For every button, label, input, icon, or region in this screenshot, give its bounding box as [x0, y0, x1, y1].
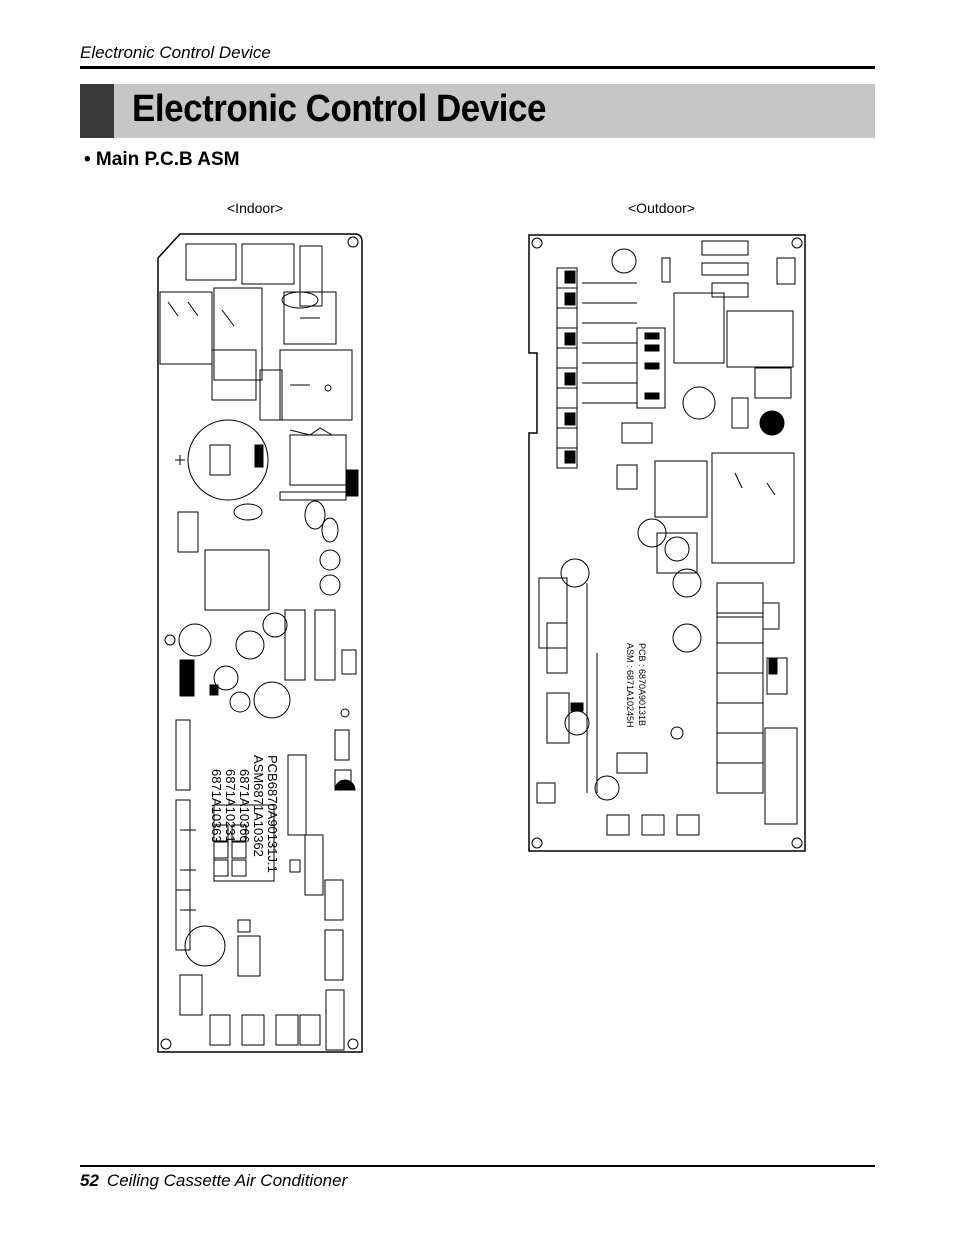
outdoor-pcb-diagram: PCB : 6870A90131B ASM : 6871A10245H — [528, 234, 806, 852]
outdoor-part-numbers: PCB : 6870A90131B ASM : 6871A10245H — [625, 643, 647, 728]
indoor-label: <Indoor> — [227, 200, 284, 216]
indoor-part-line: 6871A10363 — [209, 769, 224, 843]
header-rule — [80, 66, 875, 69]
running-header: Electronic Control Device — [80, 43, 271, 62]
indoor-part-line: 6871A10366 — [237, 769, 252, 843]
title-accent-block — [80, 84, 114, 138]
page-number: 52 — [80, 1171, 99, 1190]
title-band: Electronic Control Device — [80, 84, 875, 138]
indoor-part-line: ASM6871A10362 — [251, 755, 266, 857]
footer-text: Ceiling Cassette Air Conditioner — [106, 1171, 348, 1190]
section-heading: • Main P.C.B ASM — [84, 149, 240, 170]
indoor-pcb-diagram: PCB6870A90131J.1 ASM6871A10362 6871A1036… — [157, 233, 363, 1053]
outdoor-part-line: ASM : 6871A10245H — [625, 643, 635, 728]
indoor-part-line: PCB6870A90131J.1 — [265, 755, 280, 873]
footer-rule — [80, 1165, 875, 1167]
page-footer: 52 Ceiling Cassette Air Conditioner — [80, 1171, 347, 1191]
page-title: Electronic Control Device — [132, 88, 546, 130]
indoor-part-numbers: PCB6870A90131J.1 ASM6871A10362 6871A1036… — [209, 755, 280, 873]
outdoor-label: <Outdoor> — [628, 200, 695, 216]
indoor-part-line: 6871A10231 — [223, 769, 238, 843]
outdoor-part-line: PCB : 6870A90131B — [637, 643, 647, 726]
